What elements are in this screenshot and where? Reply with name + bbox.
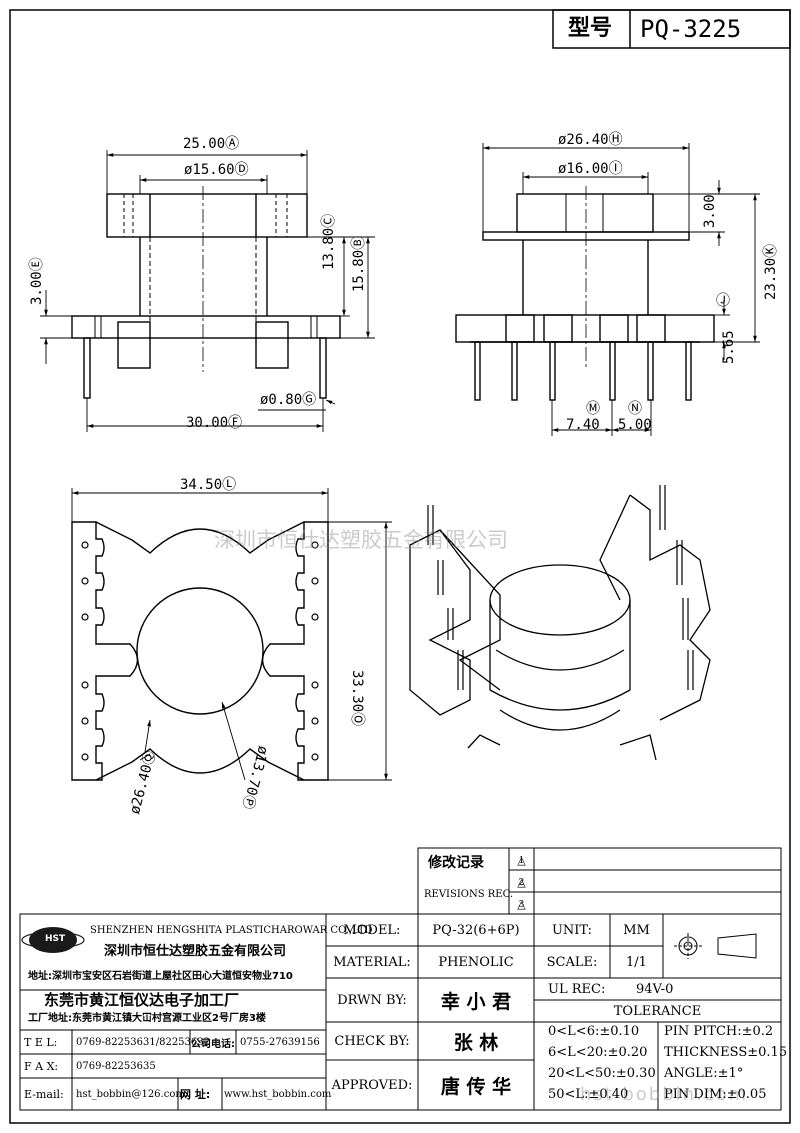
bottom-dimension-lines (71, 488, 392, 781)
pin-dim-tolerance: PIN DIM:±0.05 (664, 1087, 767, 1102)
tolerance-range-2: 6<L<20:±0.20 (548, 1045, 648, 1060)
revisions-title-cn: 修改记录 (428, 855, 484, 871)
dim-N-mark: Ⓝ (628, 401, 642, 417)
ul-value: 94V-0 (636, 981, 674, 997)
approved-value: 唐 传 华 (440, 1075, 512, 1098)
tolerance-range-4: 50<L:±0.40 (548, 1087, 629, 1102)
dim-top: 3.00 (702, 194, 718, 228)
dim-H: ø26.40Ⓗ (558, 132, 623, 148)
check-label: CHECK BY: (334, 1033, 410, 1049)
dim-M-mark: Ⓜ (586, 401, 600, 417)
front-dimension-lines (40, 150, 375, 432)
watermark: 深圳市恒仕达塑胶五金有限公司 (214, 528, 508, 552)
email-value: hst_bobbin@126.com (76, 1088, 185, 1100)
email-label: E-mail: (24, 1087, 64, 1101)
tolerance-label: TOLERANCE (613, 1003, 702, 1019)
ul-label: UL REC: (548, 981, 606, 997)
approved-label: APPROVED: (331, 1077, 413, 1093)
logo-text: HST (45, 934, 66, 944)
check-value: 张 林 (453, 1031, 499, 1054)
model-value: PQ-32(6+6P) (432, 922, 520, 938)
dim-E: 3.00Ⓔ (29, 257, 45, 305)
material-label: MATERIAL: (333, 954, 411, 970)
unit-value: MM (623, 922, 650, 938)
phone-label: 公司电话: (191, 1038, 235, 1050)
company-name-cn: 深圳市恒仕达塑胶五金有限公司 (104, 944, 287, 959)
unit-label: UNIT: (551, 922, 593, 938)
fax-value: 0769-82253635 (76, 1060, 156, 1072)
angle-tolerance: ANGLE:±1° (664, 1066, 744, 1081)
iso-pins (427, 485, 694, 690)
main-table (19, 913, 782, 1111)
dim-J: 5.65 (721, 330, 737, 364)
dim-I: ø16.00Ⓘ (558, 161, 623, 177)
pin-pitch-tolerance: PIN PITCH:±0.2 (664, 1024, 774, 1039)
title-label: 型号 (568, 16, 613, 41)
revision-mark-2: △2 (517, 875, 526, 889)
dim-J-mark: Ⓙ (716, 293, 730, 309)
revision-mark-1: △1 (517, 853, 526, 867)
material-value: PHENOLIC (438, 954, 514, 970)
fax-label: F A X: (24, 1059, 59, 1073)
thickness-tolerance: THICKNESS±0.15 (664, 1045, 788, 1060)
factory-address: 工厂地址:东莞市黄江镇大冚村宫源工业区2号厂房3楼 (28, 1013, 266, 1024)
dim-L: 34.50Ⓛ (180, 477, 237, 493)
scale-value: 1/1 (626, 954, 647, 970)
revisions-title-en: REVISIONS REC. (424, 889, 514, 900)
part-number: PQ-3225 (640, 15, 742, 43)
web-label: 网 址: (180, 1088, 211, 1101)
dim-K: 23.30Ⓚ (763, 243, 779, 300)
title-block (552, 9, 791, 49)
bottom-pin-holes (81, 541, 319, 761)
dim-O: 33.30Ⓞ (349, 670, 365, 727)
drawing-border (9, 9, 791, 1124)
bottom-view (71, 521, 329, 781)
factory-name: 东莞市黄江恒仪达电子加工厂 (44, 991, 240, 1009)
isometric-view (409, 485, 711, 761)
tolerance-range-3: 20<L<50:±0.30 (548, 1066, 656, 1081)
model-label: MODEL: (343, 922, 401, 938)
revision-mark-3: △3 (517, 897, 526, 911)
drwn-label: DRWN BY: (337, 992, 407, 1008)
projection-symbol (674, 933, 757, 959)
dim-A: 25.00Ⓐ (183, 136, 240, 152)
company-name-en: SHENZHEN HENGSHITA PLASTICHAROWAR CO.,LT… (90, 925, 373, 936)
logo-mark (21, 927, 85, 953)
tel-value: 0769-82253631/82253632 (76, 1036, 210, 1048)
dim-D: ø15.60Ⓓ (184, 162, 249, 178)
scale-label: SCALE: (546, 954, 598, 970)
side-pins (474, 341, 692, 401)
watermark-bottom: hst-bobbin.com (580, 1084, 749, 1105)
tel-label: T E L: (24, 1035, 58, 1049)
drwn-value: 幸 小 君 (440, 990, 512, 1013)
company-address: 地址:深圳市宝安区石岩街道上屋社区田心大道恒安物业710 (28, 971, 293, 982)
phone-value: 0755-27639156 (240, 1036, 320, 1048)
side-view (455, 186, 715, 401)
dim-G: ø0.80Ⓖ (260, 392, 317, 408)
dim-B: 15.80Ⓑ (351, 235, 367, 292)
dim-F: 30.00Ⓕ (186, 415, 243, 431)
tolerance-range-1: 0<L<6:±0.10 (548, 1024, 640, 1039)
dim-C: 13.80Ⓒ (321, 213, 337, 270)
web-value: www.hst_bobbin.com (224, 1088, 332, 1100)
front-view (71, 186, 341, 399)
dim-M: 7.40 (566, 417, 600, 433)
dim-N: 5.00 (618, 417, 652, 433)
side-dimension-lines (482, 143, 760, 436)
